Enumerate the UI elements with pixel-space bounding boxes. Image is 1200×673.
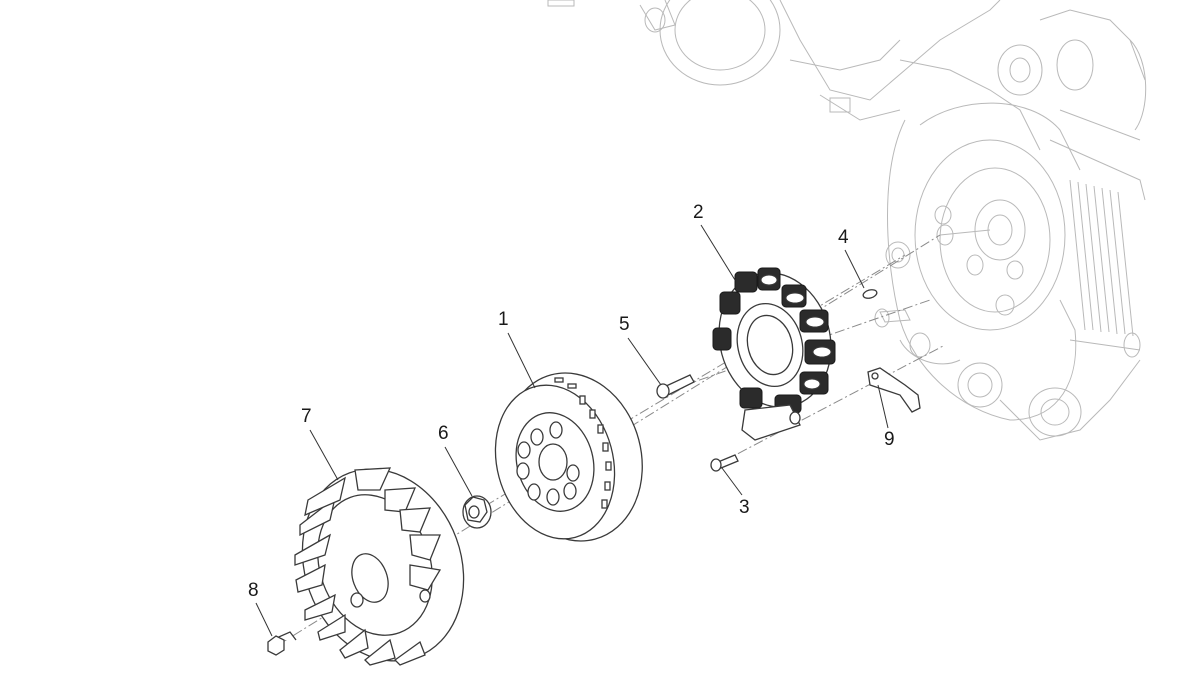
callout-leader-lines [255, 224, 889, 637]
woodruff-key-part [862, 289, 878, 299]
callout-3: 3 [739, 497, 750, 518]
callout-6: 6 [438, 423, 449, 444]
cropped-box-fragment [547, 0, 575, 7]
callout-2: 2 [693, 202, 704, 223]
engine-casing-ghost [639, 0, 1147, 441]
stator-screw-part [710, 454, 739, 472]
callout-1: 1 [498, 309, 509, 330]
callout-9: 9 [884, 429, 895, 450]
flywheel-nut-part [462, 495, 492, 529]
callout-8: 8 [248, 580, 259, 601]
cable-clamp-part [867, 367, 921, 413]
stator-bolt-part [656, 374, 695, 399]
stator-part [712, 267, 836, 441]
fan-bolt-part [267, 631, 297, 656]
cooling-fan-part [294, 467, 465, 666]
flywheel-rotor-part [494, 372, 643, 542]
callout-7: 7 [301, 406, 312, 427]
callout-4: 4 [838, 227, 849, 248]
callout-5: 5 [619, 314, 630, 335]
